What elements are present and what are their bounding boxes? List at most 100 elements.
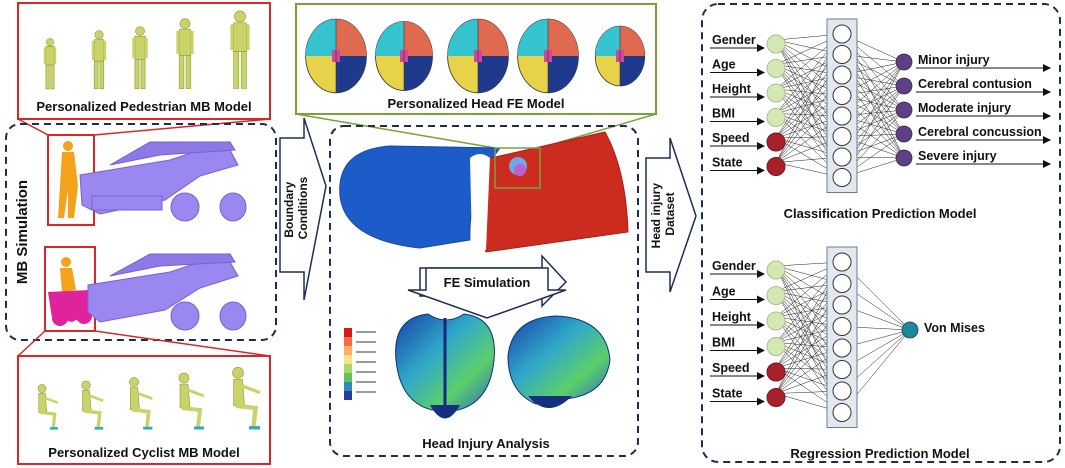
connector-line [295, 113, 496, 149]
output-neuron [895, 77, 913, 95]
mb-simulation-label: MB Simulation [14, 180, 31, 284]
dataset-line2: Dataset [663, 192, 677, 235]
input-label: Gender [712, 33, 756, 47]
pedestrian-figure [176, 18, 194, 89]
boundary-conditions-line1: Boundary [282, 181, 296, 237]
connector-line [17, 118, 49, 136]
hidden-neuron [832, 65, 852, 85]
connector-line [93, 118, 271, 136]
cyclist-figures [37, 366, 261, 430]
cyclist-figure [81, 380, 104, 430]
boundary-conditions-line2: Conditions [296, 176, 310, 239]
input-label: State [712, 156, 743, 170]
dataset-label: Head injury Dataset [649, 180, 677, 249]
boundary-conditions-arrow [279, 117, 327, 301]
input-neuron [766, 108, 786, 127]
fe-simulation-label: FE Simulation [444, 275, 531, 290]
head-models [305, 18, 646, 94]
output-label: Cerebral concussion [918, 125, 1042, 139]
pedestrian-figure [230, 10, 250, 89]
input-label: BMI [712, 336, 735, 350]
output-neuron [895, 149, 913, 167]
head-fe-model [305, 18, 367, 94]
input-label: State [712, 387, 743, 401]
head-injury-label: Head Injury Analysis [422, 436, 549, 451]
input-neuron [766, 362, 786, 382]
hidden-neuron [832, 403, 852, 422]
input-label: Gender [712, 259, 756, 273]
input-neuron [766, 286, 786, 305]
pedestrian-figure [132, 26, 148, 90]
head-impact-box [494, 147, 541, 189]
cyclist-figure [129, 377, 153, 430]
cyclist-figure [232, 366, 261, 430]
hidden-neuron [832, 45, 852, 64]
pedestrian-figure [43, 38, 57, 90]
connector-line [17, 330, 46, 357]
input-label: BMI [712, 107, 735, 121]
hidden-neuron [832, 127, 852, 146]
hidden-neuron [832, 381, 852, 401]
head-fe-model [375, 21, 433, 91]
input-label: Height [712, 82, 752, 96]
output-label: Minor injury [918, 53, 990, 67]
boundary-conditions-label: Boundary Conditions [282, 176, 310, 239]
cyclist-figure [178, 372, 205, 430]
dataset-line1: Head injury [649, 183, 663, 249]
input-neuron [766, 388, 786, 407]
output-label: Moderate injury [918, 101, 1011, 115]
input-label: Age [712, 58, 736, 72]
hidden-neuron [832, 274, 852, 293]
dataset-arrow [645, 137, 697, 293]
brain-side-view [507, 315, 611, 408]
input-neuron [766, 59, 786, 78]
head-model-label: Personalized Head FE Model [388, 96, 565, 111]
hidden-neuron [832, 106, 852, 126]
fe-simulation-down-arrow [407, 267, 567, 319]
input-neuron [766, 337, 786, 356]
hidden-neuron [832, 147, 852, 167]
input-label: Height [712, 310, 752, 324]
head-impact-point [509, 157, 527, 176]
input-neuron [766, 132, 786, 152]
input-label: Speed [712, 361, 750, 375]
input-label: Speed [712, 131, 750, 145]
vehicle-cyclist-scene [87, 253, 247, 331]
classification-title: Classification Prediction Model [784, 206, 977, 221]
contour-legend [344, 328, 376, 400]
input-label: Age [712, 285, 736, 299]
hidden-neuron [832, 24, 852, 44]
pedestrian-on-vehicle [58, 141, 78, 218]
hidden-neuron [832, 338, 852, 358]
hidden-neuron [832, 252, 852, 272]
regression-title: Regression Prediction Model [790, 446, 969, 461]
input-neuron [766, 83, 786, 103]
output-neuron [895, 125, 913, 143]
brain-front-view [395, 313, 495, 419]
pedestrian-figure [91, 30, 107, 90]
hidden-neuron [832, 360, 852, 379]
input-neuron [766, 34, 786, 54]
pedestrian-figures [43, 10, 250, 90]
output-label: Von Mises [924, 321, 985, 335]
output-neuron [895, 53, 913, 71]
head-fe-model [447, 18, 509, 94]
output-label: Severe injury [918, 149, 997, 163]
input-neuron [766, 260, 786, 280]
input-neuron [766, 157, 786, 176]
pedestrian-label: Personalized Pedestrian MB Model [36, 99, 251, 114]
hidden-neuron [832, 295, 852, 315]
head-fe-model [594, 25, 646, 87]
fe-vehicle-model [339, 131, 629, 253]
connector-line [94, 330, 271, 357]
output-neuron [901, 321, 919, 339]
head-fe-model [517, 18, 579, 94]
cyclist-on-vehicle [48, 257, 92, 326]
hidden-neuron [832, 86, 852, 105]
hidden-neuron [832, 168, 852, 187]
hidden-neuron [832, 317, 852, 336]
